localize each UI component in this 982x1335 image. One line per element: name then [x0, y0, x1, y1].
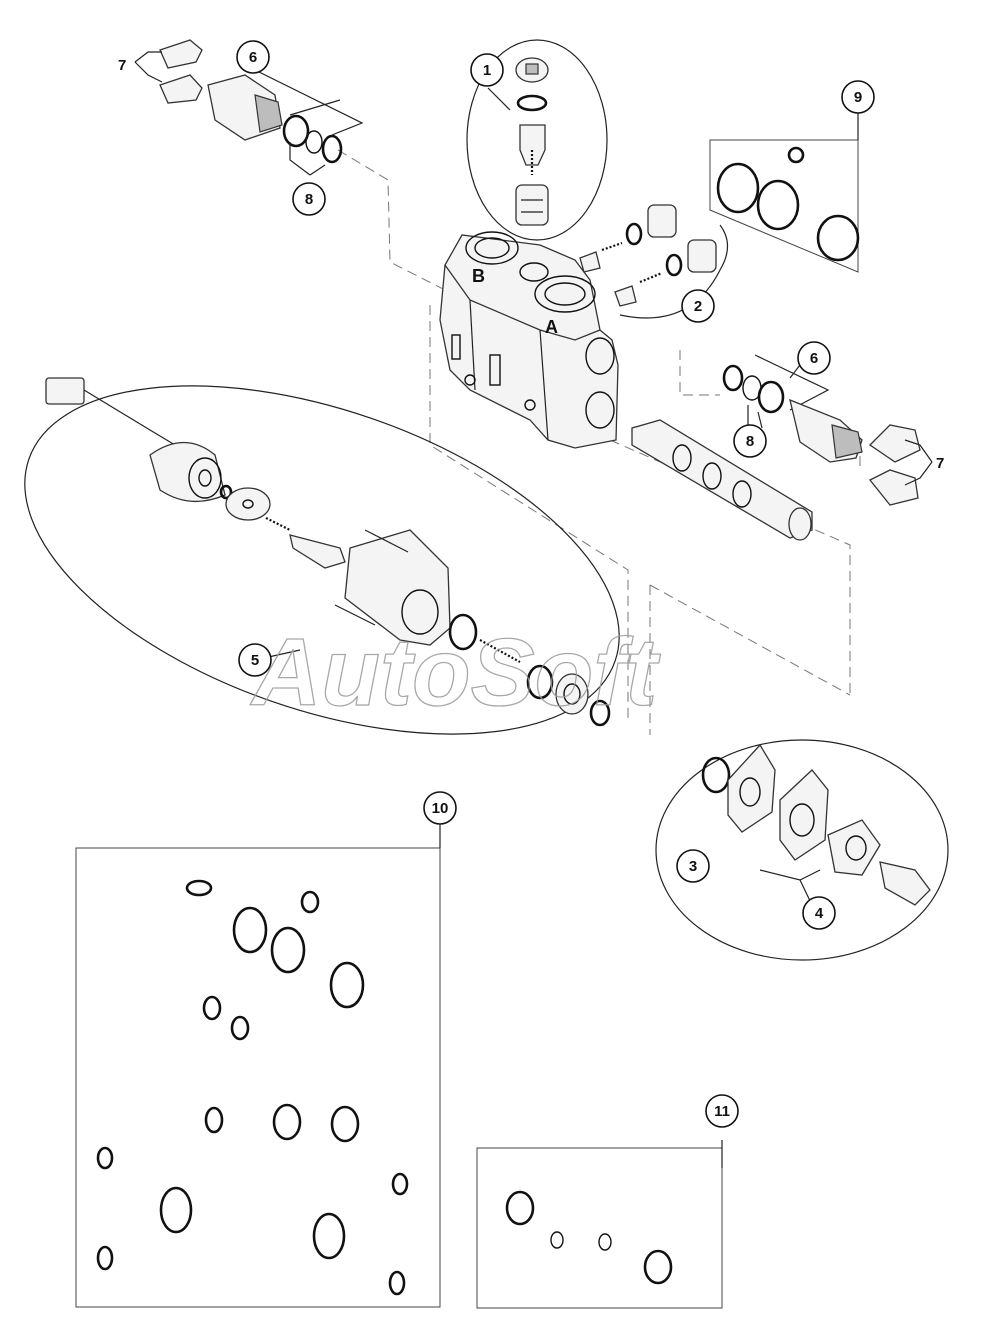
- upper-left-cartridge: [134, 39, 364, 176]
- callout-5: 5: [238, 643, 272, 677]
- svg-text:3: 3: [689, 858, 697, 875]
- callout-6-right: 6: [797, 341, 831, 375]
- label-7-right: 7: [936, 455, 944, 472]
- group-3-end-cap: [655, 739, 949, 961]
- callout-1: 1: [470, 53, 504, 87]
- svg-text:8: 8: [305, 191, 313, 208]
- right-cartridge: [722, 354, 933, 506]
- valve-body: B A: [439, 231, 619, 449]
- group-10-seal-kit: [75, 818, 441, 1308]
- callout-2: 2: [681, 289, 715, 323]
- svg-text:1: 1: [483, 62, 491, 79]
- port-label-b: B: [472, 266, 485, 286]
- callout-3: 3: [676, 849, 710, 883]
- svg-text:4: 4: [815, 905, 824, 922]
- callout-8-upper: 8: [292, 182, 326, 216]
- svg-text:5: 5: [251, 652, 259, 669]
- port-label-a: A: [545, 317, 558, 337]
- main-spool: [631, 419, 813, 541]
- group-2-checks: [579, 204, 729, 319]
- label-7-left: 7: [118, 57, 126, 74]
- callout-10: 10: [423, 791, 457, 825]
- group-1-cartridge: [466, 39, 608, 241]
- callout-4: 4: [802, 896, 836, 930]
- callout-11: 11: [705, 1094, 739, 1128]
- svg-text:9: 9: [854, 89, 862, 106]
- callout-6-upper: 6: [236, 40, 270, 74]
- assembly-dash-lines: [337, 149, 861, 735]
- svg-text:2: 2: [694, 298, 702, 315]
- group-11-seal-kit: [476, 1140, 723, 1309]
- group-5-actuator: [24, 377, 620, 735]
- svg-text:6: 6: [810, 350, 818, 367]
- group-9-seal-kit: [709, 139, 860, 273]
- svg-text:8: 8: [746, 433, 754, 450]
- autosoft-watermark: AutoSoft: [250, 619, 661, 726]
- callout-8-right: 8: [733, 424, 767, 458]
- svg-text:11: 11: [714, 1103, 730, 1120]
- svg-text:6: 6: [249, 49, 257, 66]
- callout-9: 9: [841, 80, 875, 114]
- svg-text:10: 10: [432, 800, 449, 817]
